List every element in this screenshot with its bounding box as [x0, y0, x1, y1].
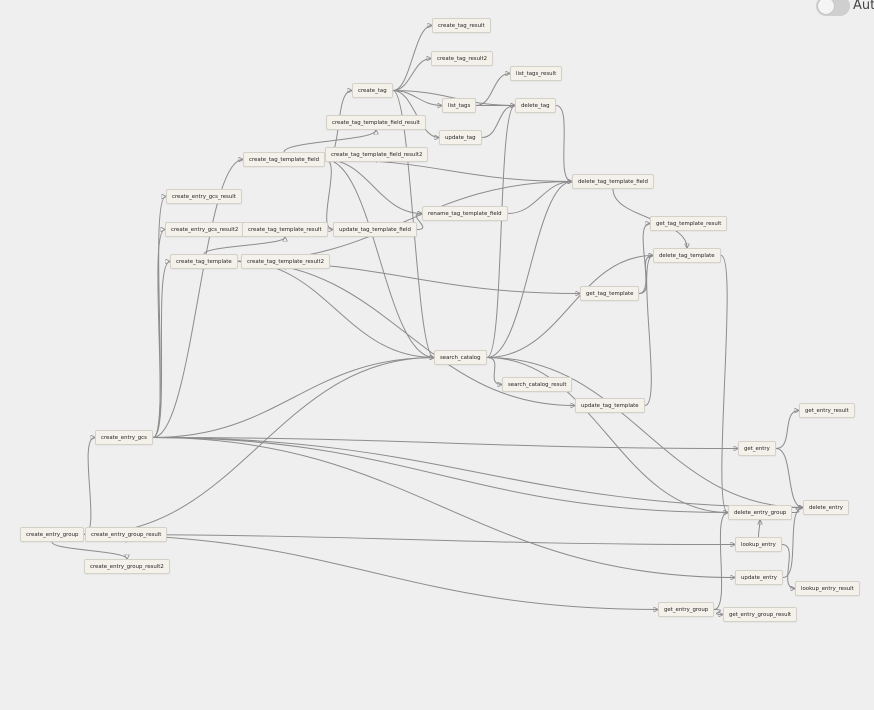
- node-get-entry-group[interactable]: get_entry_group: [658, 602, 715, 617]
- edge-search-catalog-to-delete-entry-group: [486, 357, 728, 513]
- toggle-label: Aut: [853, 0, 874, 13]
- node-search-catalog[interactable]: search_catalog: [434, 350, 487, 365]
- edge-create-entry-group-to-get-entry-group: [83, 534, 658, 610]
- edge-create-entry-gcs-to-create-tag-template-field: [152, 160, 243, 438]
- edge-lookup-entry-to-delete-entry-group: [759, 520, 761, 538]
- edge-create-tag-template-to-search-catalog: [237, 261, 434, 358]
- edge-get-tag-template-to-get-tag-template-result: [638, 224, 650, 294]
- edge-create-tag-template-field-to-update-tag-template-field: [324, 159, 333, 230]
- edge-search-catalog-to-search-catalog-result: [486, 357, 502, 385]
- node-get-tag-template[interactable]: get_tag_template: [580, 286, 640, 301]
- node-get-entry[interactable]: get_entry: [738, 441, 776, 456]
- node-create-entry-group-result2[interactable]: create_entry_group_result2: [84, 559, 170, 574]
- edge-delete-entry-group-to-delete-entry: [791, 508, 803, 513]
- node-update-tag[interactable]: update_tag: [439, 130, 482, 145]
- node-delete-entry[interactable]: delete_entry: [803, 500, 849, 515]
- node-create-entry-gcs-result2[interactable]: create_entry_gcs_result2: [165, 222, 245, 237]
- edge-search-catalog-to-delete-tag: [486, 106, 515, 358]
- edge-delete-tag-template-to-delete-entry-group: [720, 255, 728, 513]
- edge-create-entry-group-to-create-entry-group-result2: [51, 541, 127, 560]
- node-create-tag-template-result2[interactable]: create_tag_template_result2: [241, 254, 331, 269]
- node-delete-entry-group[interactable]: delete_entry_group: [728, 505, 793, 520]
- node-rename-tag-template-field[interactable]: rename_tag_template_field: [422, 206, 508, 221]
- node-get-entry-result[interactable]: get_entry_result: [799, 403, 855, 418]
- node-create-tag-template-field-result2[interactable]: create_tag_template_field_result2: [325, 147, 429, 162]
- node-create-entry-gcs-result[interactable]: create_entry_gcs_result: [166, 189, 242, 204]
- node-lookup-entry[interactable]: lookup_entry: [735, 537, 782, 552]
- node-create-tag-result[interactable]: create_tag_result: [432, 18, 491, 33]
- node-create-entry-gcs[interactable]: create_entry_gcs: [95, 430, 153, 445]
- edge-create-entry-gcs-to-update-entry: [152, 437, 735, 578]
- node-create-tag-result2[interactable]: create_tag_result2: [431, 51, 494, 66]
- edge-update-tag-to-delete-tag: [481, 106, 515, 138]
- edge-get-entry-to-get-entry-result: [775, 411, 799, 449]
- node-get-tag-template-result[interactable]: get_tag_template_result: [650, 216, 728, 231]
- edge-create-entry-gcs-to-delete-entry: [152, 437, 803, 508]
- edge-create-entry-group-to-lookup-entry: [83, 534, 735, 545]
- edge-list-tags-to-list-tags-result: [475, 74, 510, 106]
- edge-create-entry-gcs-to-create-tag-template: [152, 262, 170, 438]
- node-create-tag-template[interactable]: create_tag_template: [170, 254, 238, 269]
- edge-lookup-entry-to-lookup-entry-result: [781, 544, 795, 589]
- edge-create-tag-to-update-tag: [392, 90, 439, 138]
- edge-create-tag-template-field-to-search-catalog: [324, 159, 434, 358]
- edge-get-entry-group-to-get-entry-group-result: [713, 609, 723, 615]
- edge-create-entry-gcs-to-delete-entry-group: [152, 437, 728, 513]
- node-search-catalog-result[interactable]: search_catalog_result: [502, 377, 573, 392]
- node-get-entry-group-result[interactable]: get_entry_group_result: [723, 607, 798, 622]
- node-create-entry-group[interactable]: create_entry_group: [20, 527, 85, 542]
- edge-create-entry-gcs-to-create-entry-gcs-result2: [152, 230, 166, 438]
- edge-create-entry-group-to-create-entry-gcs: [83, 438, 95, 535]
- node-delete-tag-template[interactable]: delete_tag_template: [653, 248, 721, 263]
- node-lookup-entry-result[interactable]: lookup_entry_result: [795, 581, 860, 596]
- node-create-entry-group-result[interactable]: create_entry_group_result: [85, 527, 168, 542]
- edge-update-tag-template-field-to-rename-tag-template-field: [415, 214, 424, 230]
- node-update-entry[interactable]: update_entry: [735, 570, 783, 585]
- node-update-tag-template-field[interactable]: update_tag_template_field: [333, 222, 417, 237]
- edge-search-catalog-to-delete-entry: [486, 357, 803, 508]
- edge-create-tag-to-create-tag-result2: [392, 59, 431, 91]
- edge-get-entry-to-delete-entry: [775, 448, 803, 508]
- node-create-tag-template-field[interactable]: create_tag_template_field: [243, 152, 326, 167]
- edge-get-tag-template-to-delete-tag-template: [638, 256, 653, 294]
- node-delete-tag[interactable]: delete_tag: [515, 98, 556, 113]
- node-create-tag-template-result[interactable]: create_tag_template_result: [242, 222, 328, 237]
- toggle-switch[interactable]: [816, 0, 850, 16]
- edge-search-catalog-to-delete-tag-template-field: [486, 182, 572, 358]
- edge-search-catalog-to-delete-tag-template: [486, 256, 653, 358]
- node-delete-tag-template-field[interactable]: delete_tag_template_field: [572, 174, 654, 189]
- edge-create-entry-gcs-to-get-entry: [152, 437, 738, 449]
- edge-delete-tag-to-delete-tag-template-field: [555, 105, 572, 182]
- edge-get-entry-group-to-delete-entry-group: [713, 513, 728, 610]
- edge-create-tag-template-field-to-rename-tag-template-field: [324, 159, 422, 214]
- node-update-tag-template[interactable]: update_tag_template: [575, 398, 645, 413]
- edge-create-tag-template-field-to-create-tag-template-field-result: [283, 129, 376, 153]
- edge-create-tag-to-create-tag-result: [392, 26, 432, 91]
- node-list-tags-result[interactable]: list_tags_result: [510, 66, 563, 81]
- node-list-tags[interactable]: list_tags: [442, 98, 477, 113]
- edge-create-entry-gcs-to-search-catalog: [152, 358, 434, 438]
- edge-create-tag-template-to-create-tag-template-result: [203, 236, 285, 255]
- node-create-tag[interactable]: create_tag: [352, 83, 393, 98]
- node-create-tag-template-field-result[interactable]: create_tag_template_field_result: [326, 115, 426, 130]
- edge-rename-tag-template-field-to-delete-tag-template-field: [507, 182, 572, 214]
- edge-update-tag-template-to-delete-tag-template: [644, 256, 653, 406]
- toggle-knob: [818, 0, 834, 14]
